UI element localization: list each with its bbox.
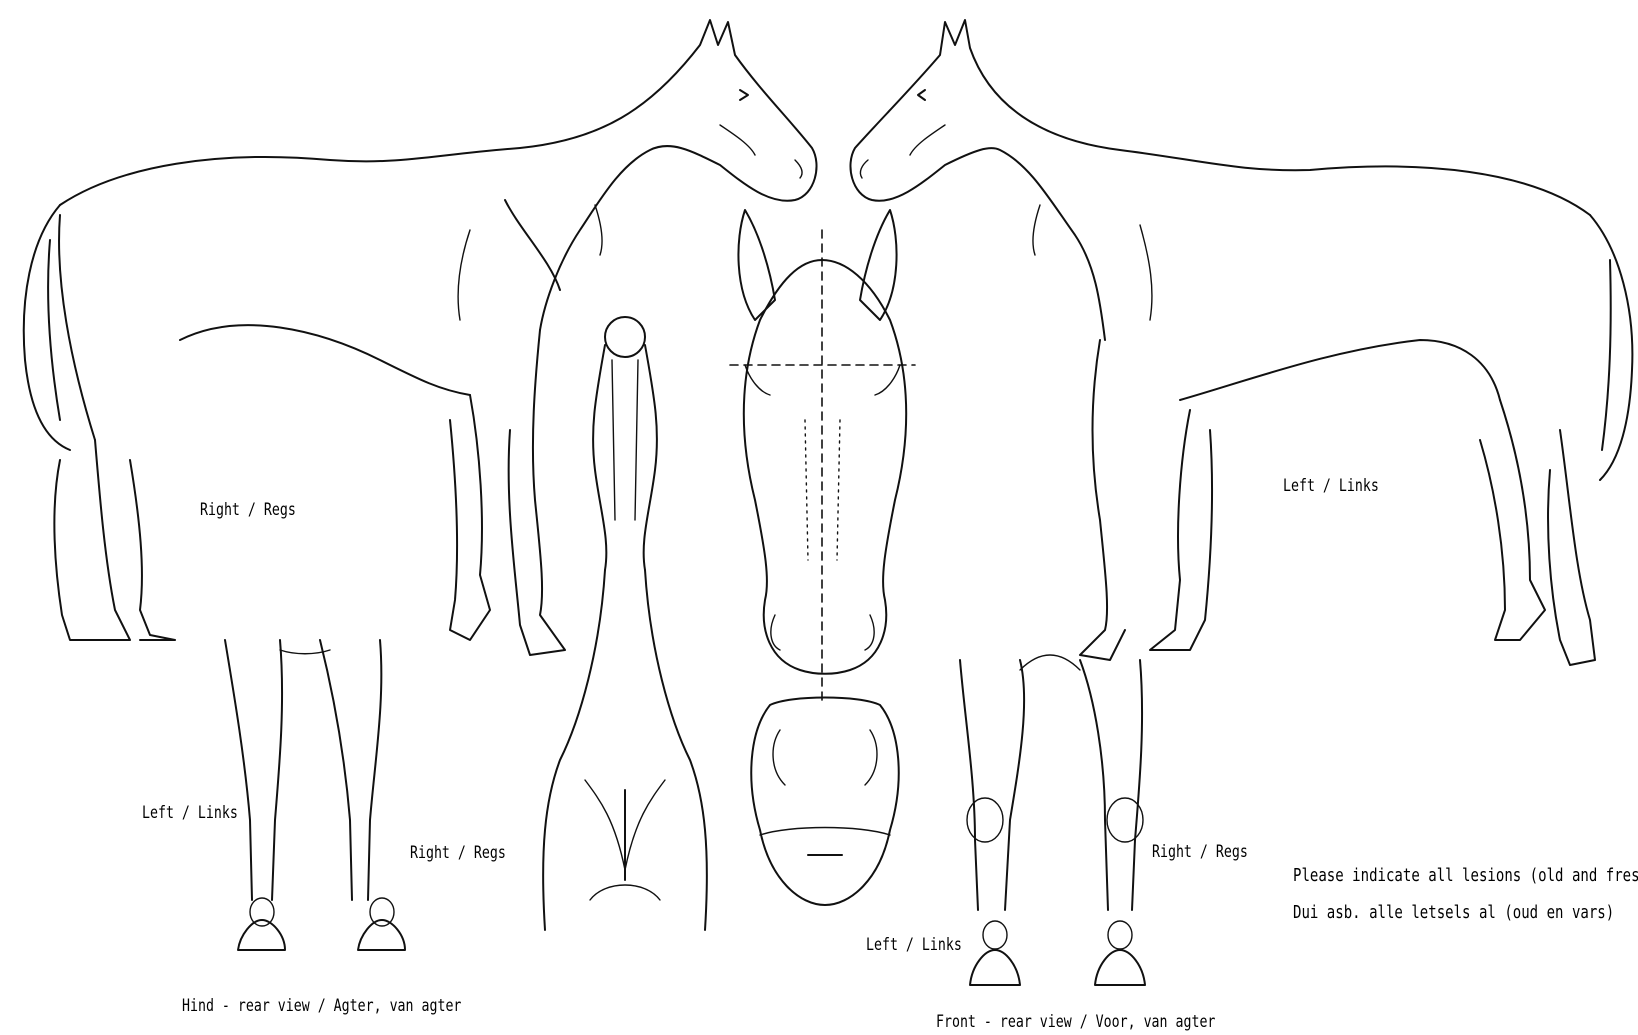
left-horse-side-view	[24, 20, 817, 655]
right-horse-side-view	[850, 20, 1632, 665]
muzzle-view	[751, 698, 898, 906]
label-front-left: Left / Links	[866, 935, 962, 955]
label-front-right: Right / Regs	[1152, 842, 1248, 862]
hind-legs-rear-view	[225, 640, 405, 950]
caption-front-rear-view: Front - rear view / Voor, van agter	[936, 1012, 1215, 1032]
label-hind-left: Left / Links	[142, 803, 238, 823]
caption-hind-rear-view: Hind - rear view / Agter, van agter	[182, 996, 461, 1016]
front-legs-rear-view	[960, 655, 1145, 985]
head-front-view	[730, 210, 915, 700]
instruction-english: Please indicate all lesions (old and fre…	[1293, 865, 1638, 886]
instruction-afrikaans: Dui asb. alle letsels al (oud en vars)	[1293, 902, 1614, 923]
label-hind-right: Right / Regs	[410, 843, 506, 863]
label-left-horse-side: Right / Regs	[200, 500, 296, 520]
label-right-horse-side: Left / Links	[1283, 476, 1379, 496]
neck-front-view	[543, 317, 707, 930]
